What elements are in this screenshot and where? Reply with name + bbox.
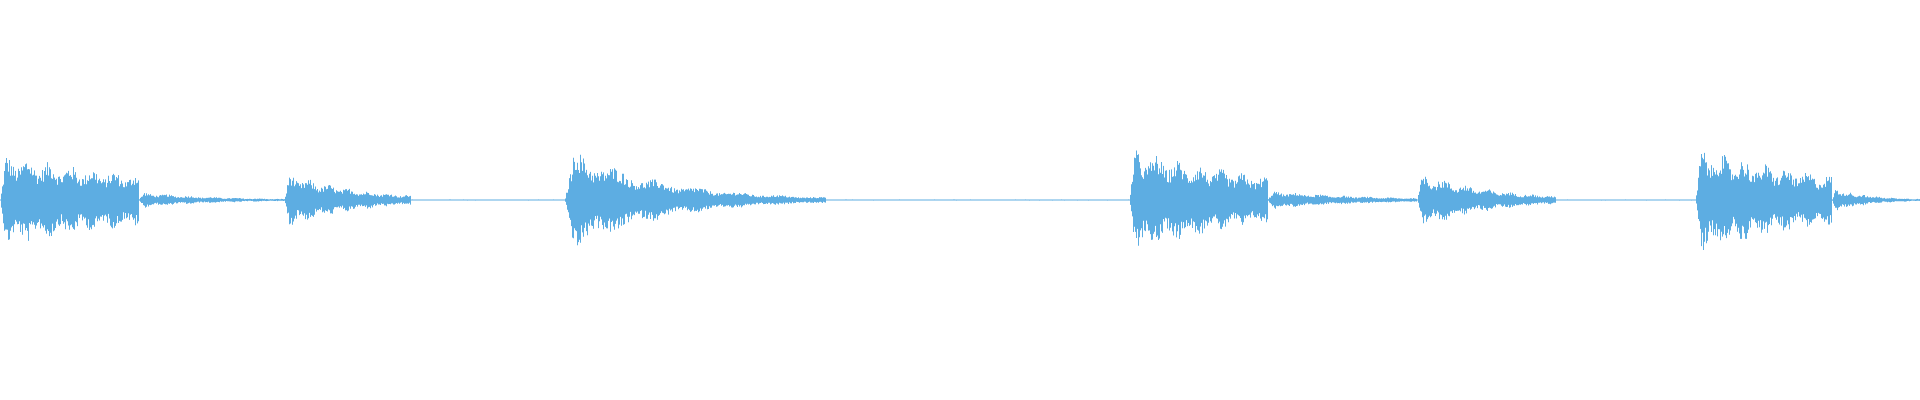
waveform-path [0,150,1920,250]
waveform-samples [0,150,1920,250]
